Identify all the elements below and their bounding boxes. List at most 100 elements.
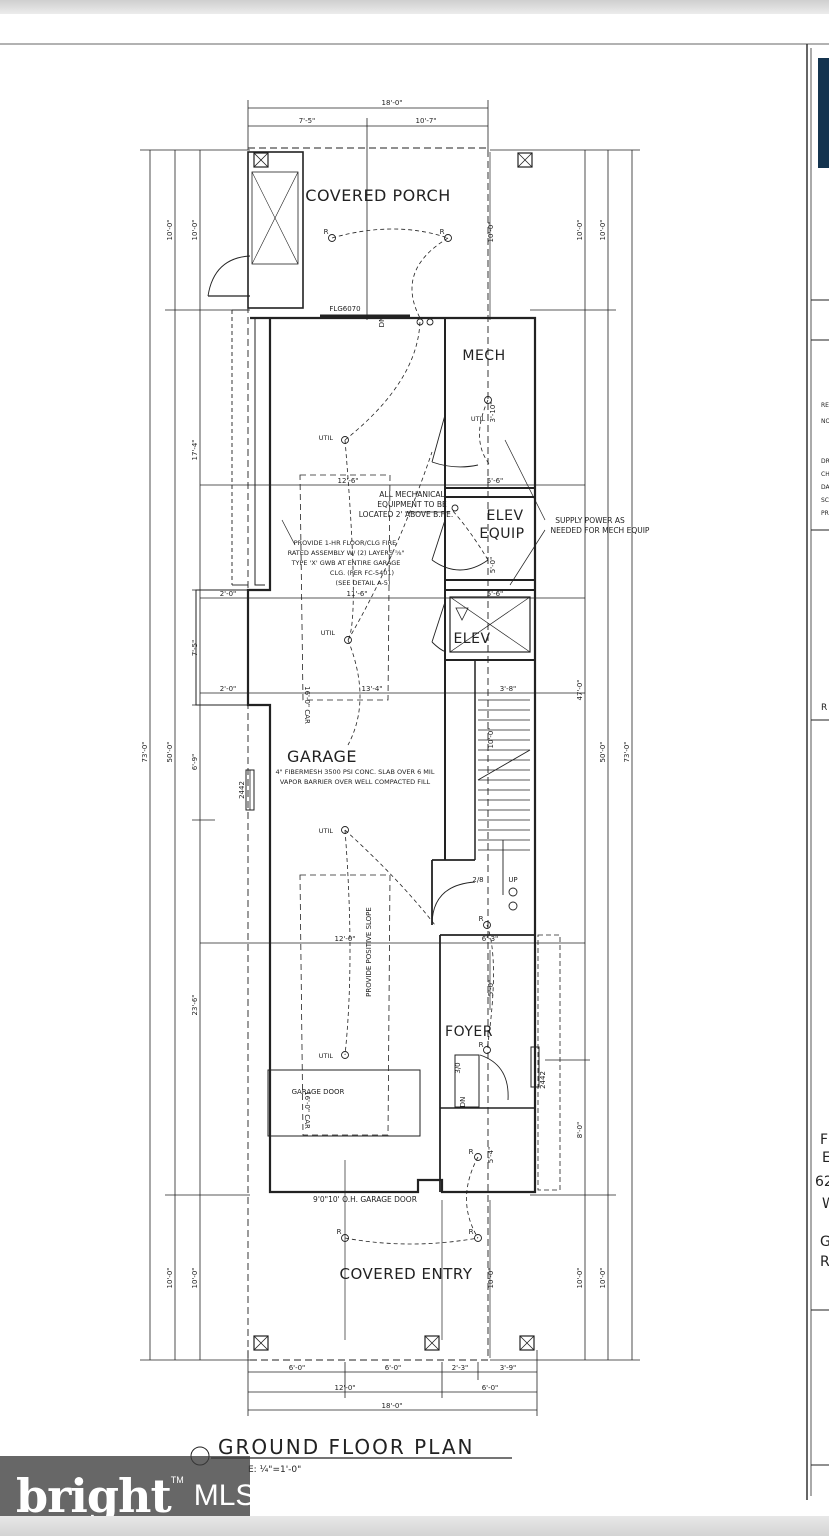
- note-r-4: R: [479, 1041, 484, 1049]
- porch-column-right: [517, 152, 533, 168]
- tb-line-6: R: [820, 1254, 829, 1270]
- tb-line-4: W: [822, 1196, 829, 1212]
- note-util-3: UTIL: [321, 629, 336, 637]
- entry-column: [253, 1335, 269, 1351]
- tb-line-3: 62: [815, 1174, 829, 1190]
- note-dn-1: DN: [378, 317, 386, 328]
- side-stoop: [537, 934, 561, 1191]
- note-fire-5: (SEE DETAIL A-5): [336, 579, 391, 587]
- elev-triangle-icon: [455, 607, 469, 621]
- dim-bot-12-0: 12'-0": [334, 1384, 355, 1392]
- dim-2-0b: 2'-0": [220, 685, 237, 693]
- column-x: [519, 1335, 535, 1351]
- dim-bot-6-0c: 6'-0": [482, 1384, 499, 1392]
- dim-bot-overall: 18'-0": [381, 1402, 402, 1410]
- dim-12-0: 12'-0": [334, 935, 355, 943]
- dim-left-17-4: 17'-4": [191, 439, 199, 460]
- tb-side-1: RE: [821, 402, 829, 409]
- room-foyer: FOYER: [445, 1024, 493, 1040]
- stair-door-swing: [431, 881, 476, 926]
- dim-bot-3-9: 3'-9": [500, 1364, 517, 1372]
- note-r-5: R: [469, 1148, 474, 1156]
- electrical-circuits: [331, 228, 494, 1245]
- dim-top-overall: 18'-0": [381, 99, 402, 107]
- note-garage-door: 9'0"10' O.H. GARAGE DOOR: [313, 1195, 417, 1204]
- dim-in-3-10: 3'-10": [489, 401, 497, 422]
- note-car-1: 16'-0" CAR: [303, 686, 311, 724]
- room-elev-equip-line1: ELEV: [486, 508, 523, 524]
- dim-left-10-0a: 10'-0": [166, 219, 174, 240]
- dim-left-7-5: 7'-5": [191, 640, 199, 657]
- dim-12-6: 12'-6": [337, 477, 358, 485]
- bay-projection: [195, 589, 249, 706]
- note-car-2: 16'-0" CAR: [303, 1091, 311, 1129]
- stair-treads: [478, 699, 530, 851]
- elev-x: [449, 596, 531, 653]
- tb-side-6: SC: [821, 497, 829, 504]
- tb-line-5: G: [820, 1234, 829, 1250]
- dim-in-5-4: 5'-4": [487, 1147, 495, 1164]
- note-fire-3: TYPE 'X' GWB AT ENTIRE GARAGE: [291, 559, 401, 567]
- dim-13-4: 13'-4": [361, 685, 382, 693]
- dim-right-50-0: 50'-0": [599, 741, 607, 762]
- dim-left-23-6: 23'-6": [191, 994, 199, 1015]
- tb-line-1: F: [820, 1132, 828, 1148]
- elevator-shaft: [449, 596, 531, 653]
- room-covered-entry: COVERED ENTRY: [340, 1265, 473, 1283]
- tb-side-3: DR: [821, 458, 829, 465]
- note-fire-2: RATED ASSEMBLY W/ (2) LAYERS ⅝": [288, 549, 405, 557]
- note-util-1: UTIL: [319, 434, 334, 442]
- note-window-2442-a: 2442: [238, 781, 246, 799]
- dim-left-10-0c: 10'-0": [191, 219, 199, 240]
- note-window-2442-b: 2442: [539, 1071, 547, 1089]
- note-slab-1: 4" FIBERMESH 3500 PSI CONC. SLAB OVER 6 …: [276, 768, 435, 776]
- car-outline-1: [299, 474, 391, 701]
- watermark-brand: bright: [16, 1469, 172, 1523]
- room-covered-porch: COVERED PORCH: [305, 186, 450, 205]
- stair-break-line: [477, 749, 531, 781]
- note-door-top: FLG6070: [329, 305, 360, 313]
- note-supply-2: NEEDED FOR MECH EQUIP: [551, 526, 650, 535]
- note-r-3: R: [479, 915, 484, 923]
- note-supply-1: SUPPLY POWER AS: [555, 516, 625, 525]
- dim-bot-6-0a: 6'-0": [289, 1364, 306, 1372]
- dim-top-right: 10'-7": [415, 117, 436, 125]
- foyer-closet: [454, 1054, 480, 1108]
- mech-door-swing: [431, 414, 479, 468]
- column-x: [253, 1335, 269, 1351]
- dim-right-10-0b: 10'-0": [599, 219, 607, 240]
- title-block-logo: [818, 58, 829, 168]
- wall-inner-left: [254, 318, 265, 586]
- note-up: UP: [508, 876, 517, 884]
- note-positive-slope: PROVIDE POSITIVE SLOPE: [365, 907, 373, 997]
- note-r-7: R: [469, 1228, 474, 1236]
- note-mech-3: LOCATED 2' ABOVE B.F.E.: [359, 510, 454, 519]
- dim-in-5-0b: 5'-0": [487, 980, 495, 997]
- dim-in-10-0c: 10'-0": [487, 727, 495, 748]
- note-fire-1: PROVIDE 1-HR FLOOR/CLG FIRE: [294, 539, 397, 547]
- dim-bot-2-3: 2'-3": [452, 1364, 469, 1372]
- tb-side-7: PR: [821, 510, 829, 517]
- note-util-4: UTIL: [319, 827, 334, 835]
- plan-title: GROUND FLOOR PLAN: [218, 1435, 474, 1459]
- note-fire-4: CLG. (PER FC-5401): [330, 569, 394, 577]
- entry-column: [519, 1335, 535, 1351]
- property-line: [247, 147, 489, 1361]
- note-util-5: UTIL: [319, 1052, 334, 1060]
- watermark-tm: TM: [170, 1475, 184, 1485]
- dim-right-73-0: 73'-0": [623, 741, 631, 762]
- foyer-door-swing: [479, 1054, 509, 1101]
- dim-bot-6-0b: 6'-0": [385, 1364, 402, 1372]
- note-util-2: UTIL: [471, 415, 486, 423]
- dim-right-47-0: 47'-0": [576, 679, 584, 700]
- dim-left-10-0b: 10'-0": [166, 1267, 174, 1288]
- dim-right-10-0a: 10'-0": [576, 219, 584, 240]
- tb-side-4: CH: [821, 471, 829, 478]
- column-x: [517, 152, 533, 168]
- dim-5-6a: 5'-6": [487, 477, 504, 485]
- room-elev-equip-line2: EQUIP: [479, 526, 524, 542]
- dim-left-50-0: 50'-0": [166, 741, 174, 762]
- porch-column-left: [253, 152, 269, 168]
- note-mech-2: EQUIPMENT TO BE: [377, 500, 447, 509]
- note-r-2: R: [440, 228, 445, 236]
